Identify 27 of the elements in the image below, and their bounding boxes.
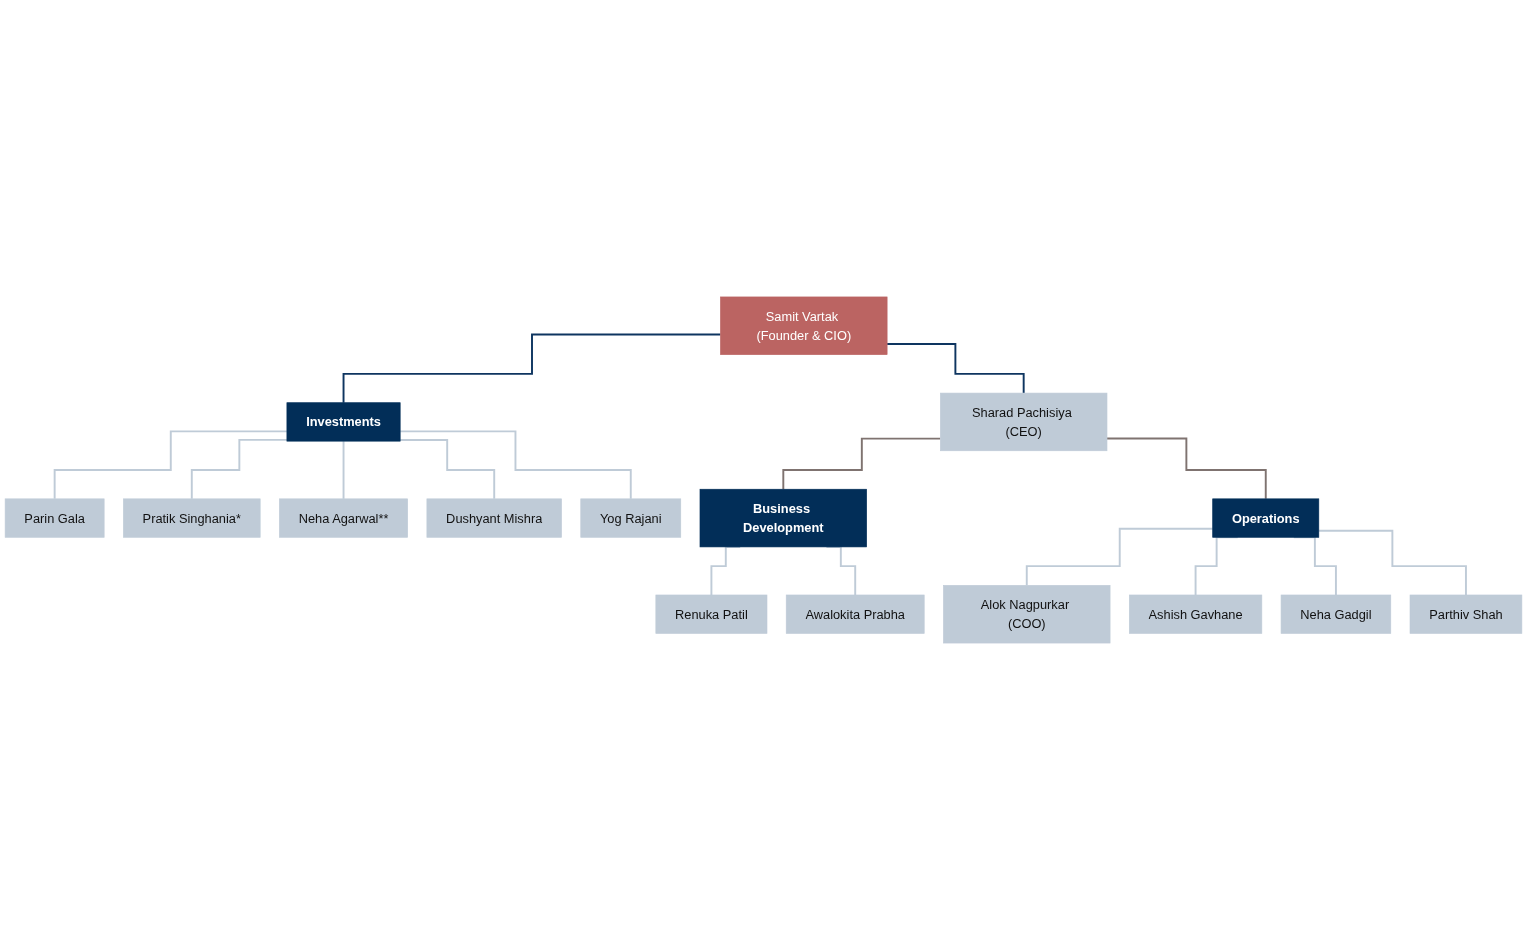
- connector: [1317, 529, 1467, 596]
- node-box: Pratik Singhania*: [123, 498, 261, 538]
- node-box: Yog Rajani: [580, 498, 682, 538]
- connector: [342, 440, 345, 500]
- node-box: Sharad Pachisiya (CEO): [940, 392, 1108, 452]
- node-box: Awalokita Prabha: [785, 594, 925, 634]
- node-box: Business Development: [699, 488, 867, 548]
- connector: [342, 333, 722, 404]
- node-box: Neha Gadgil: [1280, 594, 1392, 634]
- node-box: Alok Nagpurkar (COO): [943, 585, 1111, 644]
- node-box: Dushyant Mishra: [426, 498, 562, 538]
- connector: [190, 438, 288, 500]
- node-box: Parin Gala: [4, 498, 105, 538]
- connector: [1025, 527, 1214, 587]
- connector: [399, 439, 496, 500]
- connector: [1106, 437, 1267, 500]
- node-box: Operations: [1212, 498, 1320, 538]
- node-box: Investments: [286, 402, 401, 442]
- connector: [886, 343, 1025, 395]
- node-box: Ashish Gavhane: [1129, 594, 1263, 634]
- node-box: Samit Vartak (Founder & CIO): [720, 296, 888, 355]
- node-box: Renuka Patil: [655, 594, 768, 634]
- connector: [53, 430, 288, 500]
- connector: [399, 430, 632, 500]
- node-box: Parthiv Shah: [1409, 594, 1523, 634]
- connector: [782, 437, 942, 491]
- node-box: Neha Agarwal**: [279, 498, 408, 538]
